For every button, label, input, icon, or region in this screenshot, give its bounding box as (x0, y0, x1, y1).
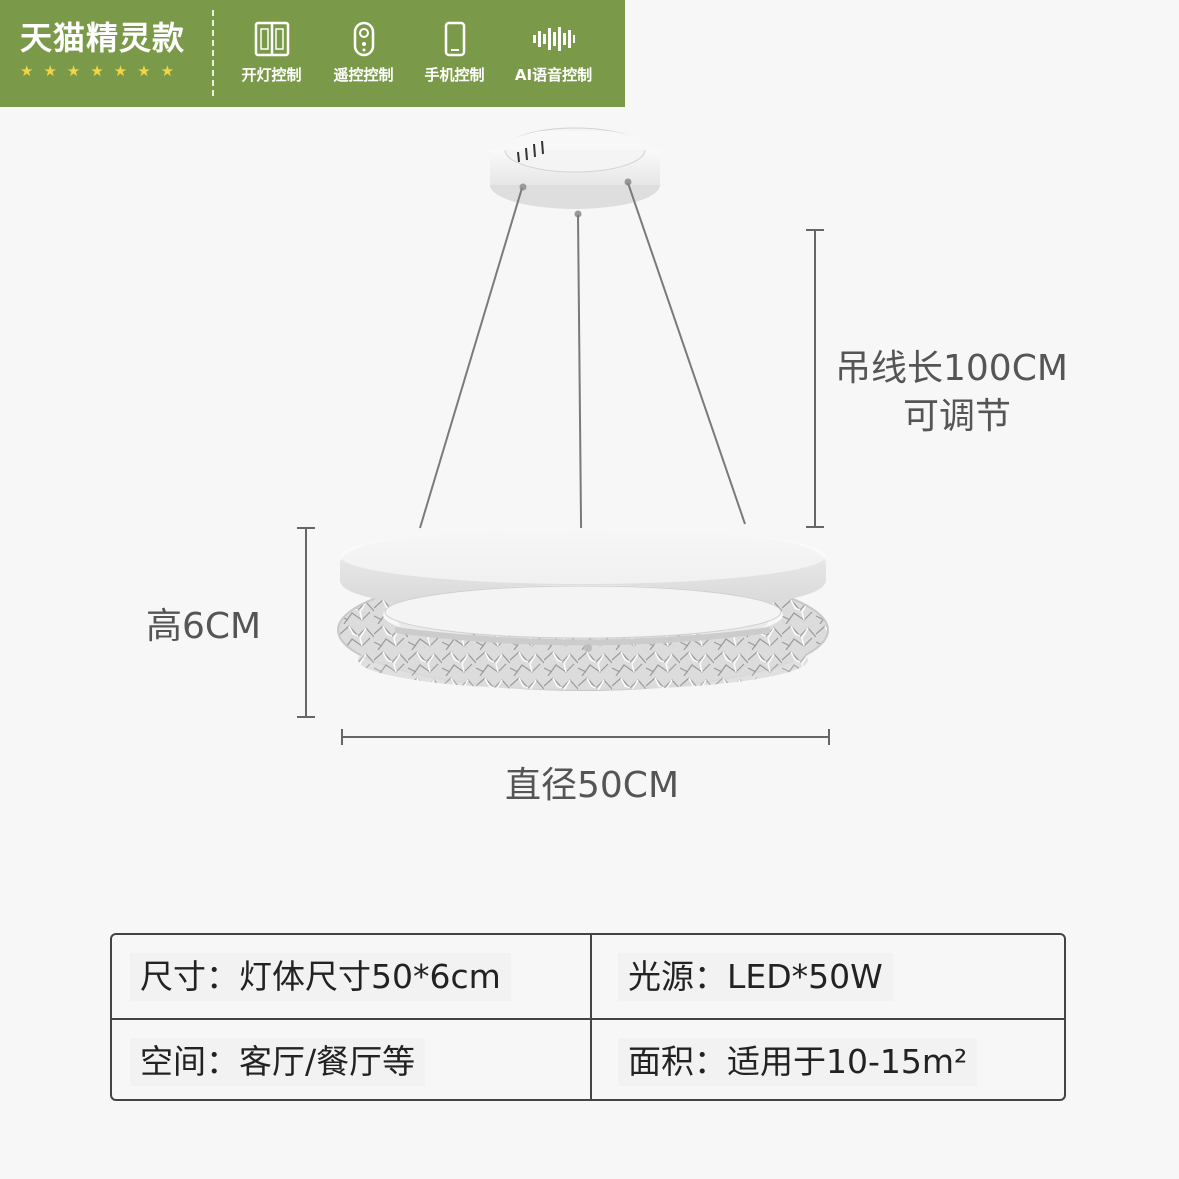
diameter-label: 直径50CM (505, 765, 680, 806)
feature-phone: 手机控制 (407, 20, 502, 85)
feature-label: 遥控控制 (333, 66, 394, 84)
feature-label: 手机控制 (424, 66, 485, 84)
table-row-divider (112, 1018, 1064, 1020)
phone-icon (407, 20, 502, 58)
cable-adjustable-label: 可调节 (903, 396, 1012, 437)
feature-voice: AI语音控制 (506, 20, 601, 85)
feature-switch: 开灯控制 (224, 20, 319, 85)
crystal-ring-lamp (337, 528, 829, 691)
height-label: 高6CM (146, 606, 262, 647)
brand-title: 天猫精灵款 (20, 19, 186, 57)
banner-divider (212, 10, 214, 96)
feature-label: AI语音控制 (514, 66, 593, 84)
spec-table: 尺寸：灯体尺寸50*6cm 光源：LED*50W 空间：客厅/餐厅等 面积：适用… (110, 933, 1066, 1101)
voice-icon (506, 20, 601, 58)
spec-area: 面积：适用于10-15m² (618, 1038, 978, 1086)
table-column-divider (590, 935, 592, 1099)
feature-banner: 天猫精灵款 ★★★★★★★ 开灯控制 遥控控制 (0, 0, 625, 107)
remote-icon (316, 20, 411, 58)
ceiling-canopy (490, 127, 660, 218)
cable-length-label: 吊线长100CM (835, 348, 1068, 389)
spec-light-source: 光源：LED*50W (618, 953, 893, 1001)
switch-icon (224, 20, 319, 58)
rating-stars: ★★★★★★★ (20, 62, 185, 80)
spec-size: 尺寸：灯体尺寸50*6cm (130, 953, 511, 1001)
spec-space: 空间：客厅/餐厅等 (130, 1038, 426, 1086)
dimension-lines (297, 229, 830, 745)
feature-remote: 遥控控制 (316, 20, 411, 85)
feature-label: 开灯控制 (241, 66, 302, 84)
